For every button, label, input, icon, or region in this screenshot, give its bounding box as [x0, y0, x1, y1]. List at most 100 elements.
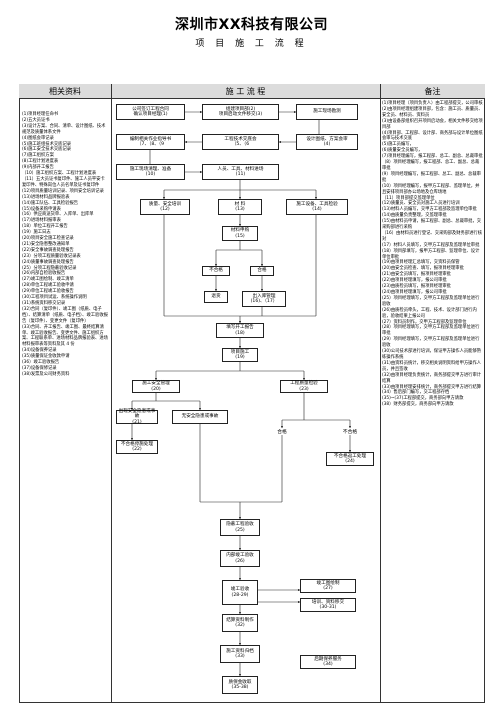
- flow-box-safety-management: 施工安全管理(20): [132, 380, 180, 393]
- flow-box-internal-acceptance: 内部竣工验收(26): [220, 550, 260, 567]
- flow-box-work-instructions: 编制相关作业指导书（7、（8、（9: [116, 134, 185, 150]
- material-item: (1)项目经理任命书: [22, 112, 59, 117]
- flow-label-qualified-2: 合格: [277, 430, 287, 435]
- material-item: (7)施工组织方案: [22, 153, 54, 159]
- remark-item: (3)由设备部组织召开项目启动会，相关文件移交给项目部: [382, 118, 483, 130]
- material-item: (12)项目质量培训记录、项目安全培训记录: [22, 188, 104, 194]
- material-item: (33)合同、开工报告、竣工图、最终结算清单、竣工验收报告、变更文件、施工组织方…: [22, 324, 108, 348]
- flow-box-safety-hazard: 出现安全隐患或事故(21): [116, 409, 158, 425]
- material-item: (3)设计方案、合同、清单、设计图纸、技术规范及质量体系文件: [22, 123, 106, 135]
- remark-item: (35)~(37)工程部提交，商务部向甲方请款: [382, 396, 464, 402]
- material-item: (20)项目安全施工检查记录: [22, 236, 74, 242]
- flow-box-equipment-inspection: 施工设备、工具检验(14): [286, 199, 348, 215]
- remark-item: (25）项目经理填写，交甲方工程部及监理单位进行验收: [382, 295, 480, 307]
- remark-item: (30)公司技术部进行培训，保证甲方操作人员能够熟练操作系统: [382, 349, 482, 360]
- flow-box-materials: 材 料(13): [218, 199, 262, 215]
- remark-item: (33)由项目经理安排统计，商务部提交甲方进行结算: [382, 384, 482, 390]
- material-item: (14)施工队伍、工具检验报告: [22, 200, 79, 206]
- flow-box-tech-briefing: 工程技术交底会（5、（6: [202, 134, 279, 150]
- material-item: (13)进场材料品牌报验表: [22, 194, 70, 200]
- flow-label-unqualified: 不合格: [202, 266, 230, 276]
- material-item: (5)施工班组技术交底记录: [22, 141, 72, 147]
- remark-item: (4)项目部、工程部、设计部、商务部与设计单位图纸会审与技术交底: [382, 130, 483, 142]
- material-item: (34)设备保养记录: [22, 348, 57, 354]
- material-item: (27)竣工图绘制、竣工清单: [22, 277, 74, 283]
- material-item: (26)内部自检验收报告: [22, 271, 66, 277]
- material-item: (37)设备保修记录: [22, 365, 57, 371]
- remark-item: (7)项目经理编写，报工程部、总工、副总、总裁审批: [382, 154, 483, 160]
- remark-item: (28）项目经理填写，交甲方工程部及监理单位进行审批: [382, 325, 480, 337]
- remark-item: （16）由材料员进行登记、交采购部及财务部进行核对: [382, 230, 482, 242]
- flow-box-site-survey: 施工现场勘测: [296, 104, 358, 120]
- remark-item: (21)由安全员填写，报项目经理审批: [382, 272, 451, 278]
- remark-item: (31)由资料员统计，移交相关说明资料给甲方操作人员，并且签收: [382, 360, 482, 372]
- flow-label-qualified: 合格: [250, 266, 274, 276]
- remark-item: (23)由质检员填写，报项目经理审批: [382, 284, 451, 290]
- flow-box-contract: 公司签订工程合同确认项目经理(1): [116, 104, 185, 120]
- remark-item: (27）资料员制作，交甲方工程部及监理单位: [382, 319, 467, 325]
- flow-box-entry: 人员、工具、材料进场(11): [202, 164, 279, 180]
- remark-item: (1)项目经理（项目负责人）由工程部提交，公司审核: [382, 101, 483, 106]
- flow-box-final-acceptance: 竣工验收(28-29): [222, 580, 258, 605]
- remark-item: (22)由项目经理填写，报公司审批: [382, 278, 447, 284]
- remark-item: (14)由质量负责整理，交监理审批: [382, 213, 447, 219]
- remark-item: (12)质量员、安全员对施工人员进行培训: [382, 201, 460, 207]
- material-item: (21)安全隐患整改通知单: [22, 241, 70, 247]
- material-item: (17)进场材料报审表: [22, 218, 61, 224]
- flow-box-concealed-acceptance: 隐蔽工程验收(25): [220, 519, 260, 536]
- flow-box-return: 退货: [204, 291, 228, 303]
- remark-item: （11）项目部提交监理单位: [382, 195, 435, 201]
- material-item: (18）单位工程开工报告: [22, 224, 68, 230]
- flow-box-drawing-review: 设计图纸、方案会审(4): [296, 134, 358, 150]
- page-title: 深圳市XX科技有限公司: [174, 17, 329, 33]
- remarks-list: (1)项目经理（项目负责人）由工程部提交，公司审核(2)由项目经理组建项目部，包…: [382, 101, 483, 408]
- material-item: (35)质量保证金收款申请: [22, 354, 70, 360]
- flow-box-settlement: 结算资料制作(32): [222, 614, 258, 632]
- material-item: (4)图纸会审记录: [22, 135, 54, 141]
- material-item: (25）分项工程隐蔽验收记录: [22, 265, 77, 271]
- flow-box-retention: 质保金收取(35-38): [222, 676, 258, 694]
- flow-box-after-sales: 后期保养服务(34): [300, 655, 356, 669]
- remark-item: (5)施工员编写，: [382, 142, 414, 148]
- remark-item: (24)由项目经理填写，报公司审批: [382, 290, 447, 295]
- remark-item: (29）项目经理填写，交甲方工程部及监理单位进行验收: [382, 337, 480, 349]
- material-item: (24)质量事故调查处理报告: [22, 259, 74, 265]
- remark-item: (9）项目经理编写，报工程部、总工、副总、总裁审批: [382, 171, 481, 183]
- material-item: (38)发票及公司财务资料: [22, 371, 70, 377]
- remark-item: (13)材料人员编写，交甲方工程部及监理单位审批: [382, 207, 477, 213]
- flow-box-quality-inspection: 工程质量检验(23): [280, 380, 328, 393]
- flow-box-as-built-drawing: 竣工图绘制(27): [300, 579, 356, 593]
- flow-box-archive: 施工资料归档(33): [220, 645, 260, 663]
- flow-box-site-preparation: 施工现场清理、准备(10): [116, 164, 185, 180]
- remark-item: (6)质量安全员编写，: [382, 148, 423, 154]
- material-item: (15)设备采购申请表: [22, 206, 61, 212]
- header-construction-flow: 施 工 流 程: [111, 84, 380, 99]
- related-materials-list: (1)项目经理任命书(2)五大员证书(3)设计方案、合同、清单、设计图纸、技术规…: [22, 112, 109, 378]
- flow-box-project-team: 组建项目部(2)项目启动文件移交(3): [202, 104, 279, 120]
- remark-item: (26)由质检员牵头，工程、技术、设计部门进行内验，验收结果上报公司: [382, 307, 477, 319]
- remark-item: (20)由安全员检查、填写，报项目经理审批: [382, 266, 464, 272]
- remark-item: (10）项目经理编写，报甲方工程部、监理单位，并且安排项目部办公场地及仓库场地: [382, 183, 480, 195]
- flow-box-training: 质量、安全培训(12): [140, 199, 190, 215]
- material-item: (19）施工日志: [22, 230, 51, 236]
- header-related-materials: 相关资料: [19, 84, 111, 99]
- material-item: (36）竣工验收报告: [22, 360, 60, 366]
- material-item: (2)五大员证书: [22, 117, 50, 123]
- flow-box-stock-management: 出入库管理(16)、（17）: [242, 291, 286, 307]
- remark-item: (19)由项目经理汇总填写，交资料员保管: [382, 260, 460, 266]
- remark-item: （8）项目经理编写，报工程部、总工、副总、总裁审批: [382, 160, 480, 171]
- material-item: (8)工程计划进度表: [22, 159, 59, 165]
- flow-box-start-report: 填写开工报告(18): [216, 323, 264, 338]
- flow-box-stop-work: 不合格停施处理(22): [116, 440, 158, 454]
- flow-box-no-hazard: 无安全隐患或事故: [172, 410, 228, 424]
- column-divider: [380, 84, 381, 703]
- remark-item: (32)由项目经理负责统计，商务部提交甲方进行审计结算: [382, 372, 482, 384]
- page-subtitle: 项 目 施 工 流 程: [195, 39, 308, 49]
- material-item: (6)施工安全技术交底记录: [22, 147, 72, 153]
- material-item: (29)单位工程竣工验收报告: [22, 289, 74, 295]
- remark-item: (2)由项目经理组建项目部，包含：施工员、质量员、安全员、材料员、资料员: [382, 106, 483, 118]
- remark-item: (38）财务部提交，商务部向甲方请款: [382, 402, 454, 408]
- remark-item: (15)由材料员申请，报工程部、副总、总裁审批，交采购部进行采购: [382, 219, 482, 231]
- material-item: (23）分项工程质量验收记录表: [22, 253, 81, 259]
